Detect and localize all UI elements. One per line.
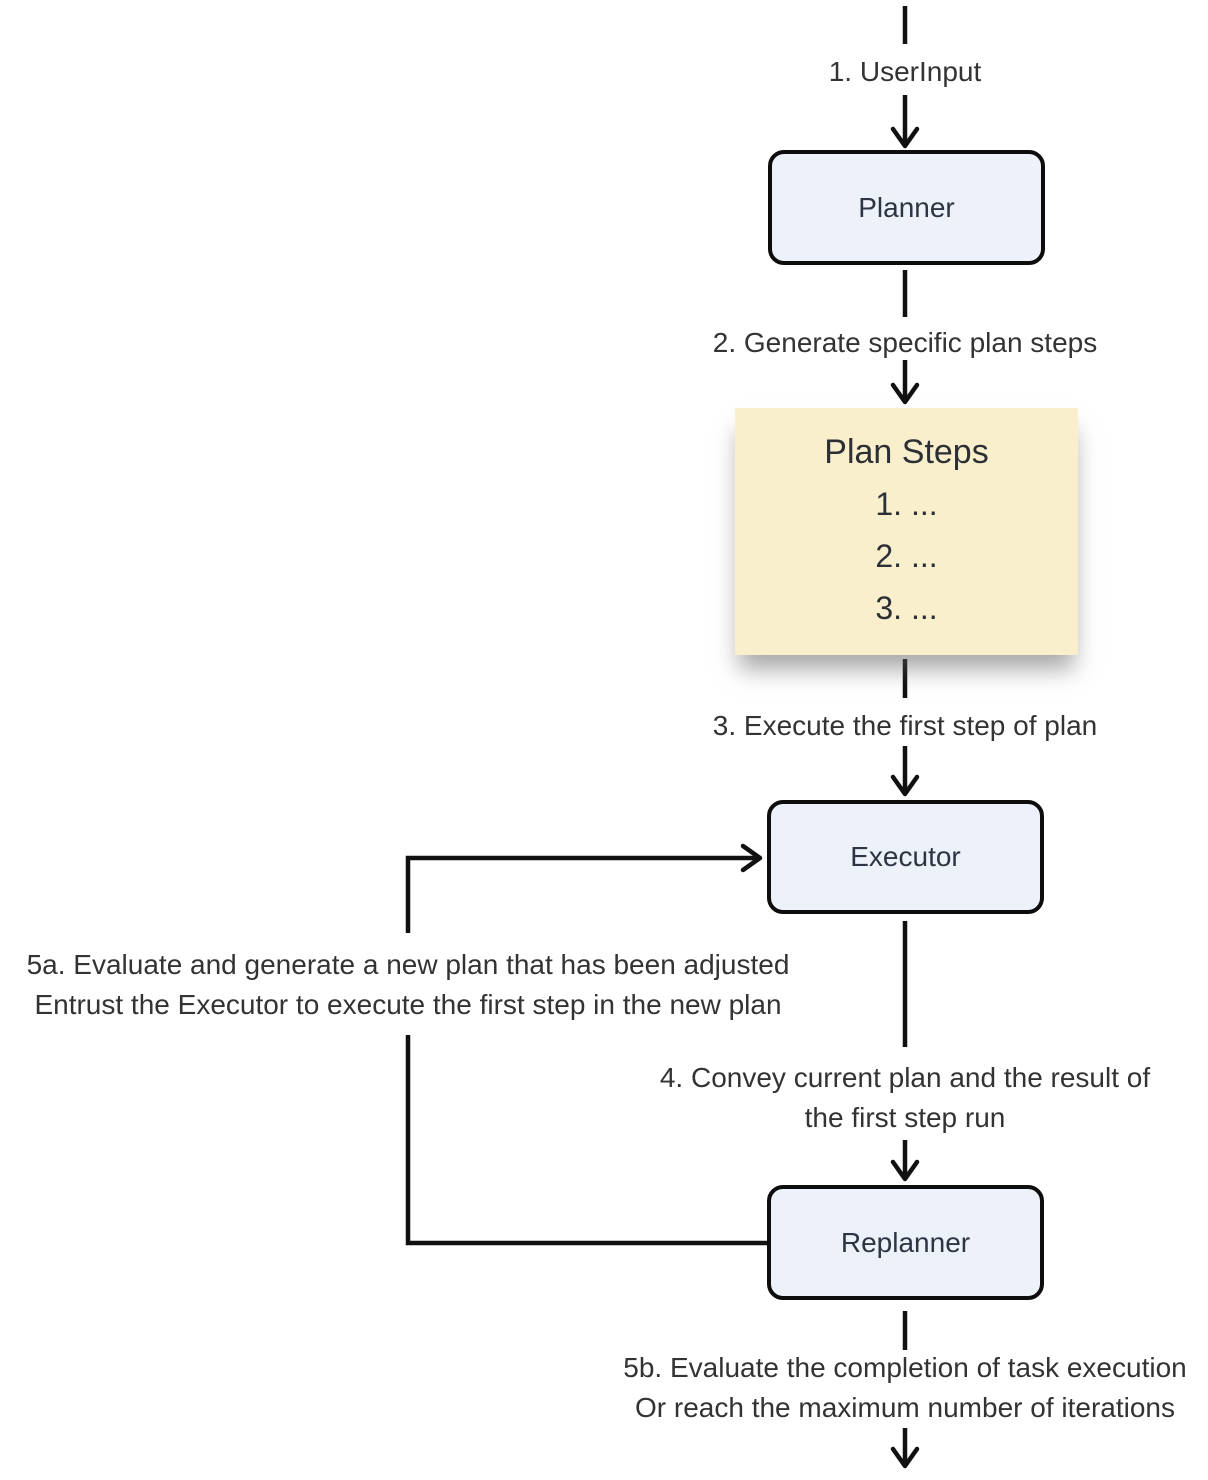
edge-label-execute-first-step: 3. Execute the first step of plan [712,710,1098,741]
edge-label-evaluate-completion-line1: 5b. Evaluate the completion of task exec… [623,1352,1187,1383]
node-replanner: Replanner [767,1185,1044,1300]
node-replanner-label: Replanner [840,1226,971,1258]
node-executor: Executor [767,800,1044,914]
plan-steps-title: Plan Steps [824,433,989,471]
edge-replan-loop-arrow [405,843,767,1246]
edge-label-generate-plan: 2. Generate specific plan steps [712,327,1098,358]
edge-label-replan-loop-line2: Entrust the Executor to execute the firs… [34,989,782,1020]
edge-label-convey-result-line1: 4. Convey current plan and the result of [659,1062,1151,1093]
plan-step-item: 2. ... [875,538,938,574]
node-executor-label: Executor [850,841,961,872]
edge-label-evaluate-completion: 5b. Evaluate the completion of task exec… [623,1348,1186,1428]
note-plan-steps: Plan Steps 1. ... 2. ... 3. ... [735,408,1078,655]
edge-label-convey-result-line2: the first step run [804,1102,1006,1133]
edge-label-userinput: 1. UserInput [828,56,982,87]
edge-label-replan-loop: 5a. Evaluate and generate a new plan tha… [18,933,798,1035]
plan-step-item: 3. ... [875,590,938,626]
node-planner: Planner [768,150,1045,265]
plan-step-item: 1. ... [875,486,938,522]
edge-label-convey-result: 4. Convey current plan and the result of… [660,1058,1150,1138]
node-planner-label: Planner [858,191,955,223]
edge-label-evaluate-completion-line2: Or reach the maximum number of iteration… [635,1392,1175,1423]
edge-label-replan-loop-line1: 5a. Evaluate and generate a new plan tha… [26,949,790,980]
